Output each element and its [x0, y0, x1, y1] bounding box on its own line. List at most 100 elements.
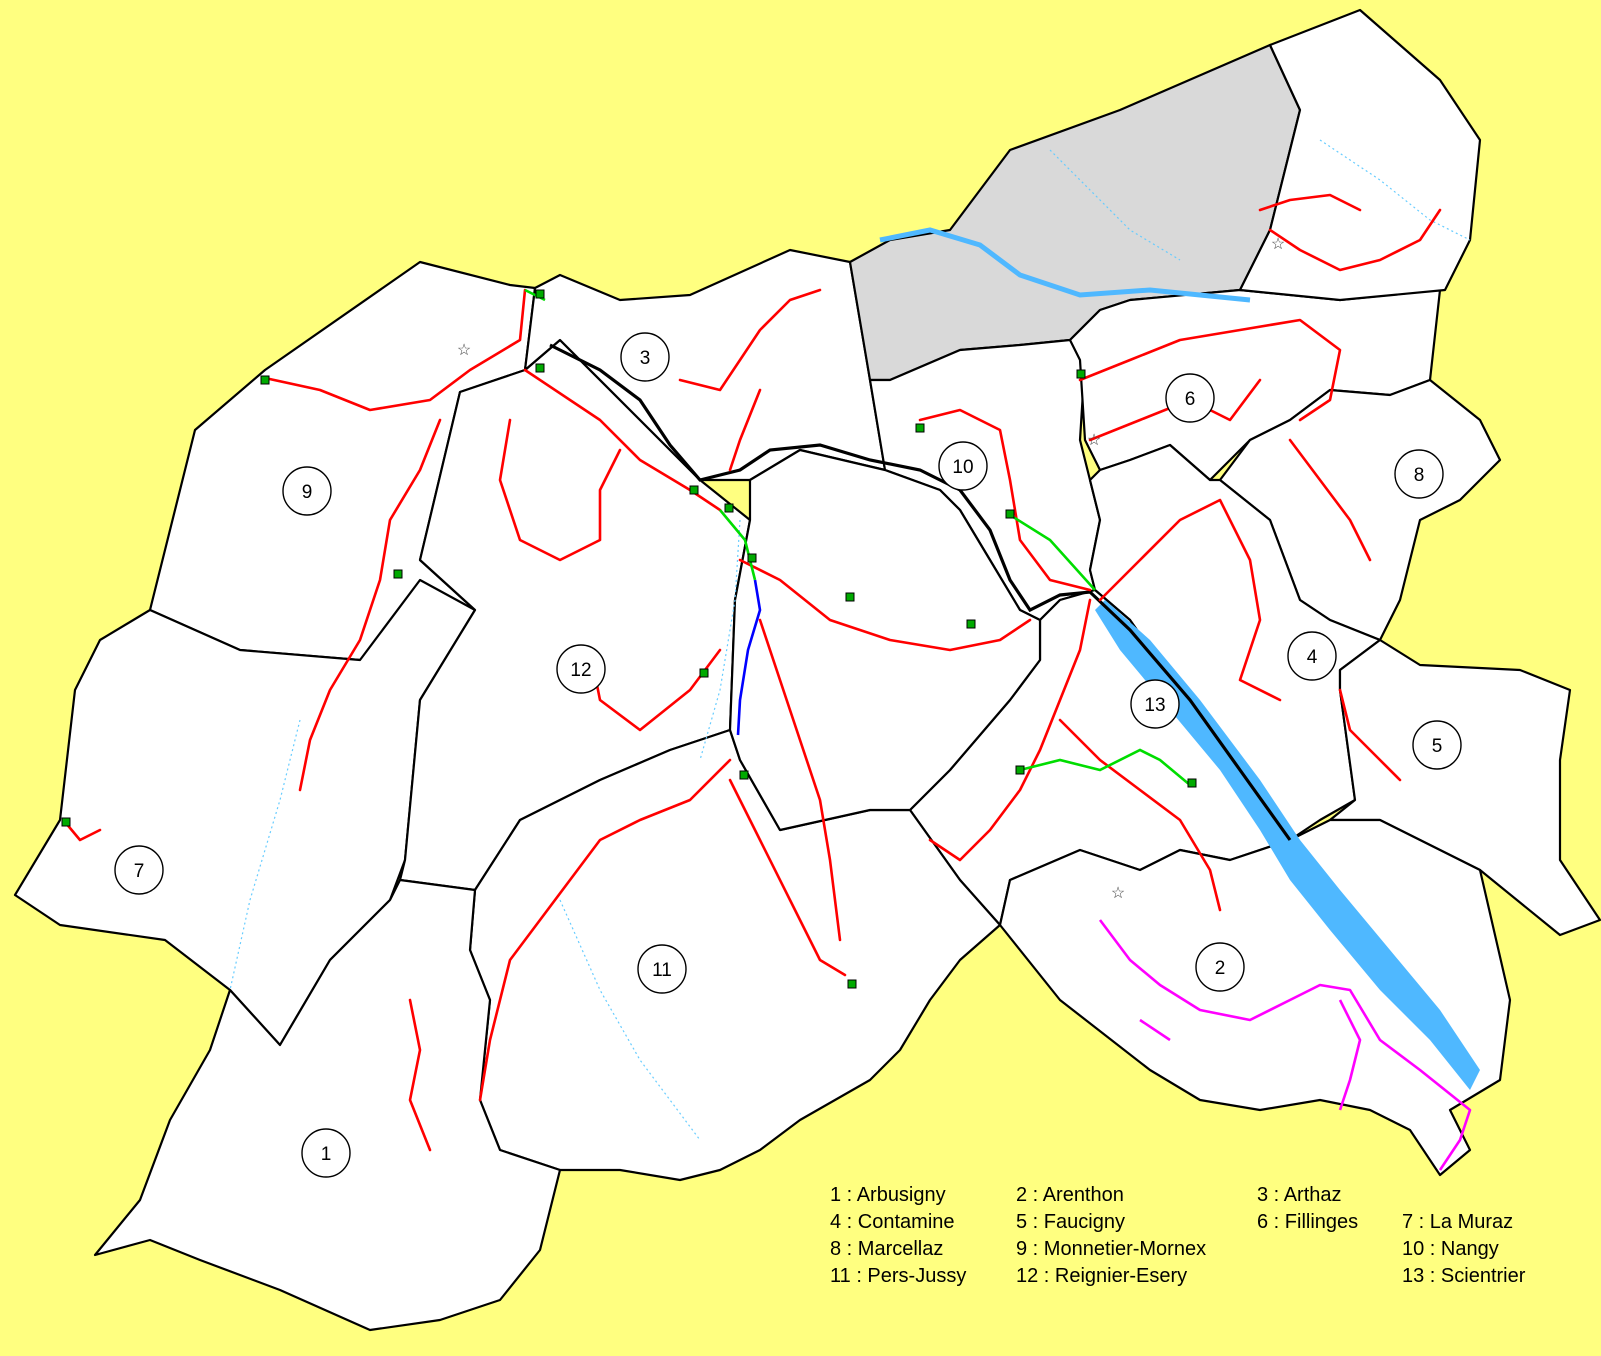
river-arve-upper: [879, 227, 1251, 303]
network-branch-4: [1098, 498, 1282, 702]
treatment-star-icon: ☆: [457, 342, 471, 359]
pump-node: [1005, 509, 1015, 519]
legend-entry: 9 : Monnetier-Mornex: [1016, 1238, 1207, 1260]
legend-entry: 4 : Contamine: [830, 1211, 955, 1233]
commune-label-circle: [1130, 679, 1180, 729]
network-branch-north: [1258, 193, 1442, 272]
river-menoge: [549, 343, 1292, 841]
commune-label-circle: [556, 644, 606, 694]
pump-node: [739, 770, 749, 780]
commune-label-5: 5: [1432, 736, 1443, 757]
legend-entry: [1257, 1264, 1402, 1288]
commune-label-11: 11: [652, 960, 672, 981]
pump-node: [689, 485, 699, 495]
network-branch-6: [1078, 318, 1342, 422]
legend-entry: 10 : Nangy: [1402, 1238, 1499, 1260]
pump-node: [915, 423, 925, 433]
legend-entry: 7 : La Muraz: [1402, 1211, 1514, 1233]
pump-node: [699, 668, 709, 678]
legend-entry: 5 : Faucigny: [1016, 1211, 1125, 1233]
commune-5-area: [1328, 638, 1601, 937]
commune-label-circle: [282, 466, 332, 516]
legend-entry: 3 : Arthaz: [1257, 1184, 1342, 1206]
commune-label-8: 8: [1414, 465, 1425, 486]
treatment-star-icon: ☆: [1271, 236, 1285, 253]
network-branch-3: [678, 288, 822, 472]
stream-2: [699, 519, 741, 761]
arve-river-channel: [1095, 600, 1480, 1090]
network-branch-8: [1288, 438, 1372, 562]
commune-label-circle: [637, 944, 687, 994]
network-branch-9b: [298, 418, 442, 792]
link-blue-1: [736, 579, 762, 736]
pump-node: [535, 363, 545, 373]
network-branch-center: [738, 558, 1032, 652]
commune-label-2: 2: [1215, 958, 1226, 979]
network-arenthon: [1098, 919, 1472, 1171]
commune-label-1: 1: [321, 1144, 332, 1165]
pump-nodes: ☆ ☆ ☆ ☆: [61, 236, 1285, 989]
commune-label-9: 9: [302, 482, 313, 503]
pump-node: [1015, 765, 1025, 775]
commune-north-area: [1238, 8, 1482, 302]
commune-polygons: [13, 8, 1601, 1332]
pump-node: [535, 289, 545, 299]
link-green-2: [1009, 513, 1096, 591]
commune-label-circle: [938, 441, 988, 491]
stream-4: [1319, 139, 1471, 241]
commune-label-circle: [1412, 720, 1462, 770]
network-branch-center-b: [758, 618, 842, 942]
commune-label-7: 7: [134, 861, 145, 882]
legend-entry: 2 : Arenthon: [1016, 1184, 1124, 1206]
pump-node: [966, 619, 976, 629]
commune-label-circle: [301, 1128, 351, 1178]
sewer-network: [63, 193, 1472, 1171]
network-branch-9: [263, 288, 527, 412]
pump-node: [1187, 778, 1197, 788]
legend-entry: 1 : Arbusigny: [830, 1184, 946, 1206]
commune-label-10: 10: [952, 457, 973, 478]
pump-node: [260, 375, 270, 385]
commune-label-circle: [1195, 942, 1245, 992]
network-branch-1: [408, 998, 432, 1152]
treatment-star-icon: ☆: [1111, 885, 1125, 902]
treatment-star-icon: ☆: [1087, 432, 1101, 449]
pump-node: [1076, 369, 1086, 379]
commune-label-circle: [1394, 449, 1444, 499]
network-branch-13b: [1058, 718, 1222, 912]
commune-label-circle: [620, 332, 670, 382]
commune-label-3: 3: [640, 348, 651, 369]
pump-node: [847, 979, 857, 989]
pump-node: [61, 817, 71, 827]
commune-12-east-area: [728, 448, 1042, 832]
map-legend: 1 : Arbusigny 2 : Arenthon 3 : Arthaz 4 …: [830, 1183, 1562, 1288]
stream-1: [229, 719, 301, 991]
network-branch-13: [928, 598, 1092, 862]
commune-labels: 1 2 3 4 5 6 7 8 9 10 11 12 13: [114, 332, 1462, 1178]
network-arenthon-b: [1139, 999, 1362, 1111]
commune-label-circle: [114, 845, 164, 895]
network-branch-10: [918, 408, 1092, 592]
commune-label-circle: [1287, 631, 1337, 681]
network-branch-7: [63, 820, 102, 842]
commune-label-12: 12: [570, 660, 591, 681]
pump-node: [845, 592, 855, 602]
network-branch-11: [478, 758, 732, 1102]
commune-2-area: [998, 818, 1512, 1177]
commune-1-area: [93, 878, 562, 1332]
pump-node: [747, 553, 757, 563]
commune-label-4: 4: [1307, 647, 1318, 668]
network-branch-11b: [728, 778, 847, 977]
legend-entry: 8 : Marcellaz: [830, 1238, 944, 1260]
commune-label-13: 13: [1144, 695, 1165, 716]
link-green-3: [1019, 748, 1191, 786]
legend-entry: 11 : Pers-Jussy: [830, 1265, 967, 1287]
water-features: [229, 139, 1480, 1141]
commune-label-circle: [1165, 373, 1215, 423]
network-branch-12b: [498, 418, 622, 562]
legend-entry: [1257, 1237, 1402, 1261]
commune-label-6: 6: [1185, 389, 1196, 410]
network-branch-5: [1338, 688, 1402, 782]
